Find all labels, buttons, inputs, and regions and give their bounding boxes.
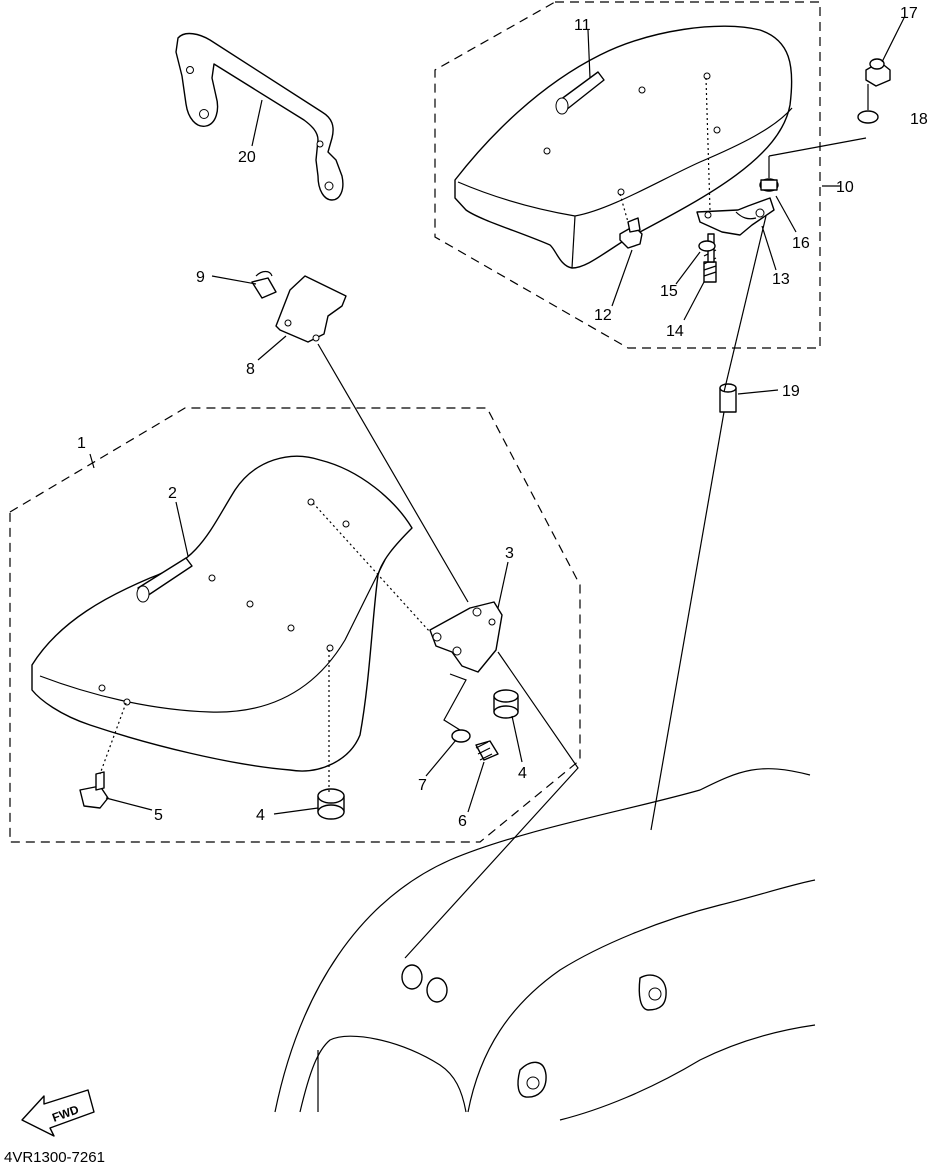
callout-15: 15 — [660, 283, 678, 300]
front-seat-group-boundary — [9, 407, 581, 843]
top-bracket — [275, 275, 347, 343]
rear-screw — [703, 233, 717, 283]
grab-bar — [175, 32, 344, 201]
callout-5: 5 — [154, 807, 163, 824]
callout-16: 16 — [792, 235, 810, 252]
callout-9: 9 — [196, 269, 205, 286]
rear-seat — [454, 25, 793, 269]
grommet — [760, 179, 778, 191]
collar — [719, 383, 737, 413]
rear-washer — [698, 240, 716, 252]
callout-3: 3 — [505, 545, 514, 562]
callout-10: 10 — [836, 179, 854, 196]
front-damper-bottom — [317, 788, 345, 820]
callout-labels: 1 2 3 4 4 5 6 7 8 9 10 11 12 13 14 15 16… — [77, 5, 928, 830]
callout-1: 1 — [77, 435, 86, 452]
callout-19: 19 — [782, 383, 800, 400]
leader-lines — [89, 17, 905, 815]
callout-4-right: 4 — [518, 765, 527, 782]
motorcycle-frame — [274, 768, 816, 1121]
callout-17: 17 — [900, 5, 918, 22]
callout-6: 6 — [458, 813, 467, 830]
callout-11: 11 — [574, 17, 591, 34]
front-damper-right — [493, 689, 519, 719]
rear-strap — [555, 71, 605, 115]
assembly-lines — [99, 77, 869, 959]
callout-13: 13 — [772, 271, 790, 288]
front-washer — [451, 729, 471, 743]
front-seat — [31, 455, 413, 772]
top-washer — [857, 110, 879, 124]
callout-18: 18 — [910, 111, 928, 128]
front-screw — [475, 740, 499, 761]
callout-7: 7 — [418, 777, 427, 794]
rear-seat-group-boundary — [434, 1, 821, 349]
callout-4-bottom: 4 — [256, 807, 265, 824]
top-bolt — [251, 270, 277, 299]
drawing-code: 4VR1300-7261 — [4, 1149, 105, 1166]
callout-20: 20 — [238, 149, 256, 166]
callout-14: 14 — [666, 323, 684, 340]
front-strap — [136, 557, 193, 603]
rear-bracket — [696, 197, 775, 236]
front-seat-bolt — [79, 771, 109, 809]
fwd-arrow-icon: FWD — [21, 1089, 95, 1137]
top-nut — [865, 58, 891, 87]
callout-2: 2 — [168, 485, 177, 502]
front-bracket — [429, 601, 503, 673]
rear-nut — [619, 217, 643, 249]
callout-8: 8 — [246, 361, 255, 378]
callout-12: 12 — [594, 307, 612, 324]
